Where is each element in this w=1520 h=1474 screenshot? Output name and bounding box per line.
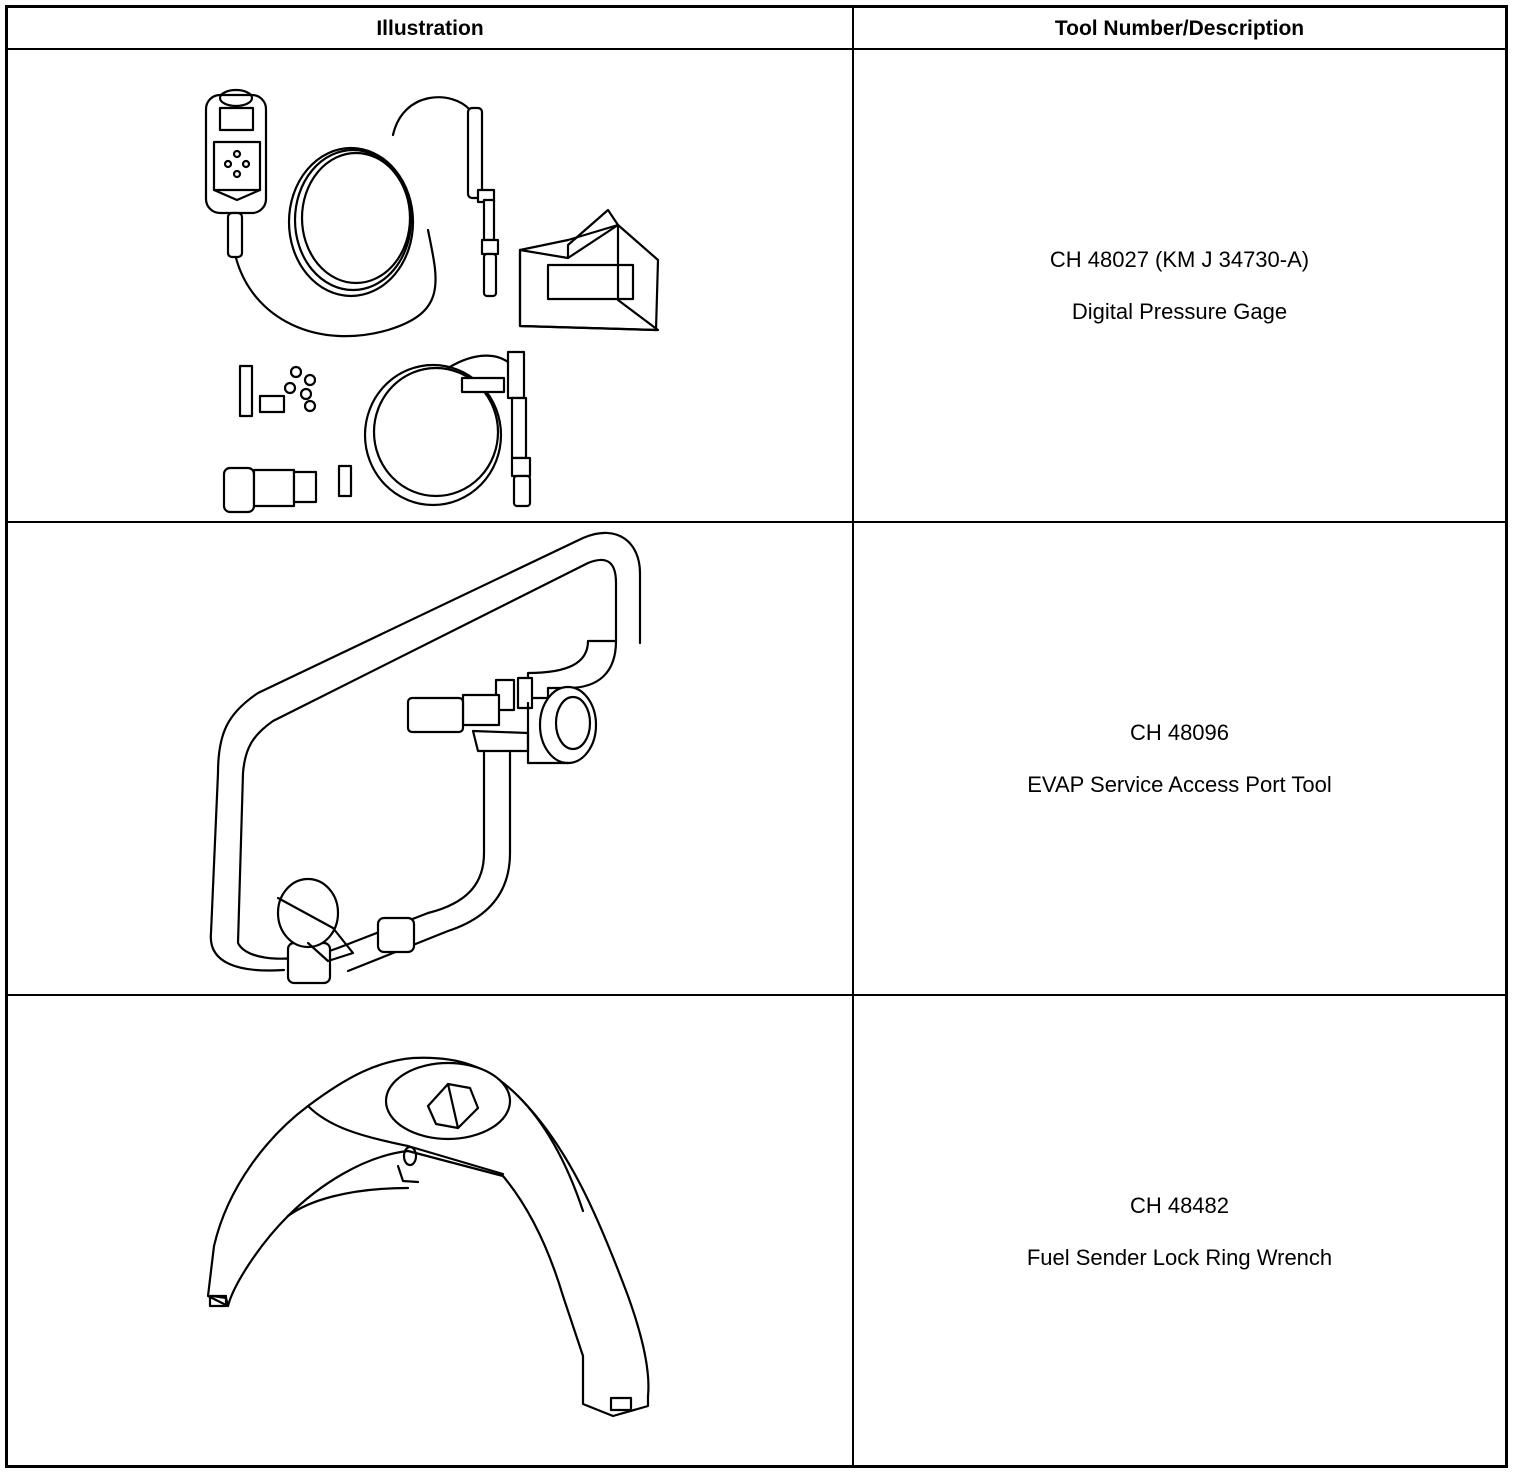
tool-number: CH 48096	[1129, 719, 1230, 745]
header-tool-description: Tool Number/Description	[1054, 17, 1305, 40]
tool-name: Fuel Sender Lock Ring Wrench	[1026, 1245, 1333, 1270]
fuel-sender-lock-ring-wrench-icon	[206, 1056, 650, 1418]
tool-description-cell: CH 48027 (KM J 34730-A) Digital Pressure…	[854, 50, 1505, 521]
tool-name: Digital Pressure Gage	[1071, 298, 1288, 324]
tool-description-cell: CH 48482 Fuel Sender Lock Ring Wrench	[854, 996, 1505, 1468]
header-divider	[8, 48, 1505, 50]
digital-pressure-gage-icon	[204, 88, 660, 514]
tool-number: CH 48027 (KM J 34730-A)	[1049, 246, 1310, 272]
header-illustration: Illustration	[376, 17, 484, 40]
tool-description-cell: CH 48096 EVAP Service Access Port Tool	[854, 523, 1505, 994]
tool-illustration-cell	[8, 996, 852, 1468]
evap-service-access-port-tool-icon	[209, 531, 642, 985]
tool-illustration-cell	[8, 50, 852, 521]
tool-number: CH 48482	[1129, 1193, 1230, 1218]
tool-table: Illustration Tool Number/Description	[5, 5, 1508, 1468]
tool-illustration-cell	[8, 523, 852, 994]
column-divider	[852, 8, 854, 1465]
row-divider	[8, 521, 1505, 523]
tool-name: EVAP Service Access Port Tool	[1027, 771, 1332, 797]
row-divider	[8, 994, 1505, 996]
